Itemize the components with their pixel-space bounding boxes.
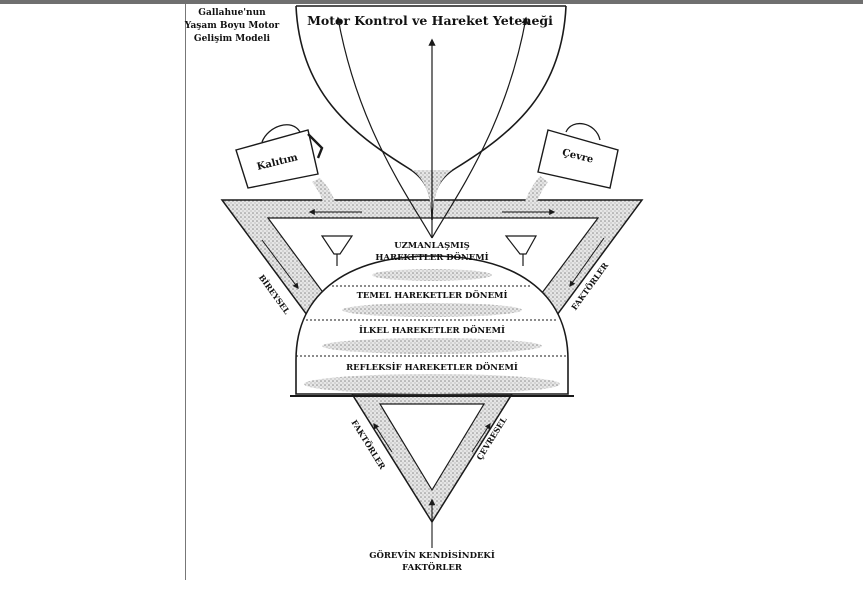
- model-title-line-3: Gelişim Modeli: [194, 34, 271, 44]
- phase-dome: [290, 255, 574, 397]
- phase-specialized-line-1: UZMANLAŞMIŞ: [394, 241, 470, 251]
- environment-pitcher: [522, 122, 619, 214]
- page-left-edge: [185, 4, 186, 580]
- channel-arrows: [261, 209, 605, 548]
- heredity-pitcher: [235, 124, 338, 214]
- model-title-line-1: Gallahue'nun: [198, 8, 266, 18]
- phase-reflexive: REFLEKSİF HAREKETLER DÖNEMİ: [346, 360, 518, 373]
- funnel: [295, 5, 567, 239]
- small-funnel-left: [320, 235, 354, 266]
- small-funnel-right: [504, 235, 538, 266]
- top-label: Motor Kontrol ve Hareket Yeteneği: [307, 13, 553, 28]
- bottom-label-line-2: FAKTÖRLER: [402, 560, 463, 573]
- page-bottom-margin: [0, 580, 863, 600]
- phase-specialized-line-2: HAREKETLER DÖNEMİ: [375, 250, 488, 263]
- phase-rudimentary: İLKEL HAREKETLER DÖNEMİ: [359, 323, 505, 336]
- model-title-line-2: Yaşam Boyu Motor: [184, 21, 280, 31]
- lower-triangle: [350, 393, 514, 524]
- bottom-label-line-1: GÖREVİN KENDİSİNDEKİ: [369, 548, 495, 561]
- window-top-bar: [0, 0, 863, 4]
- phase-fundamental: TEMEL HAREKETLER DÖNEMİ: [357, 288, 508, 301]
